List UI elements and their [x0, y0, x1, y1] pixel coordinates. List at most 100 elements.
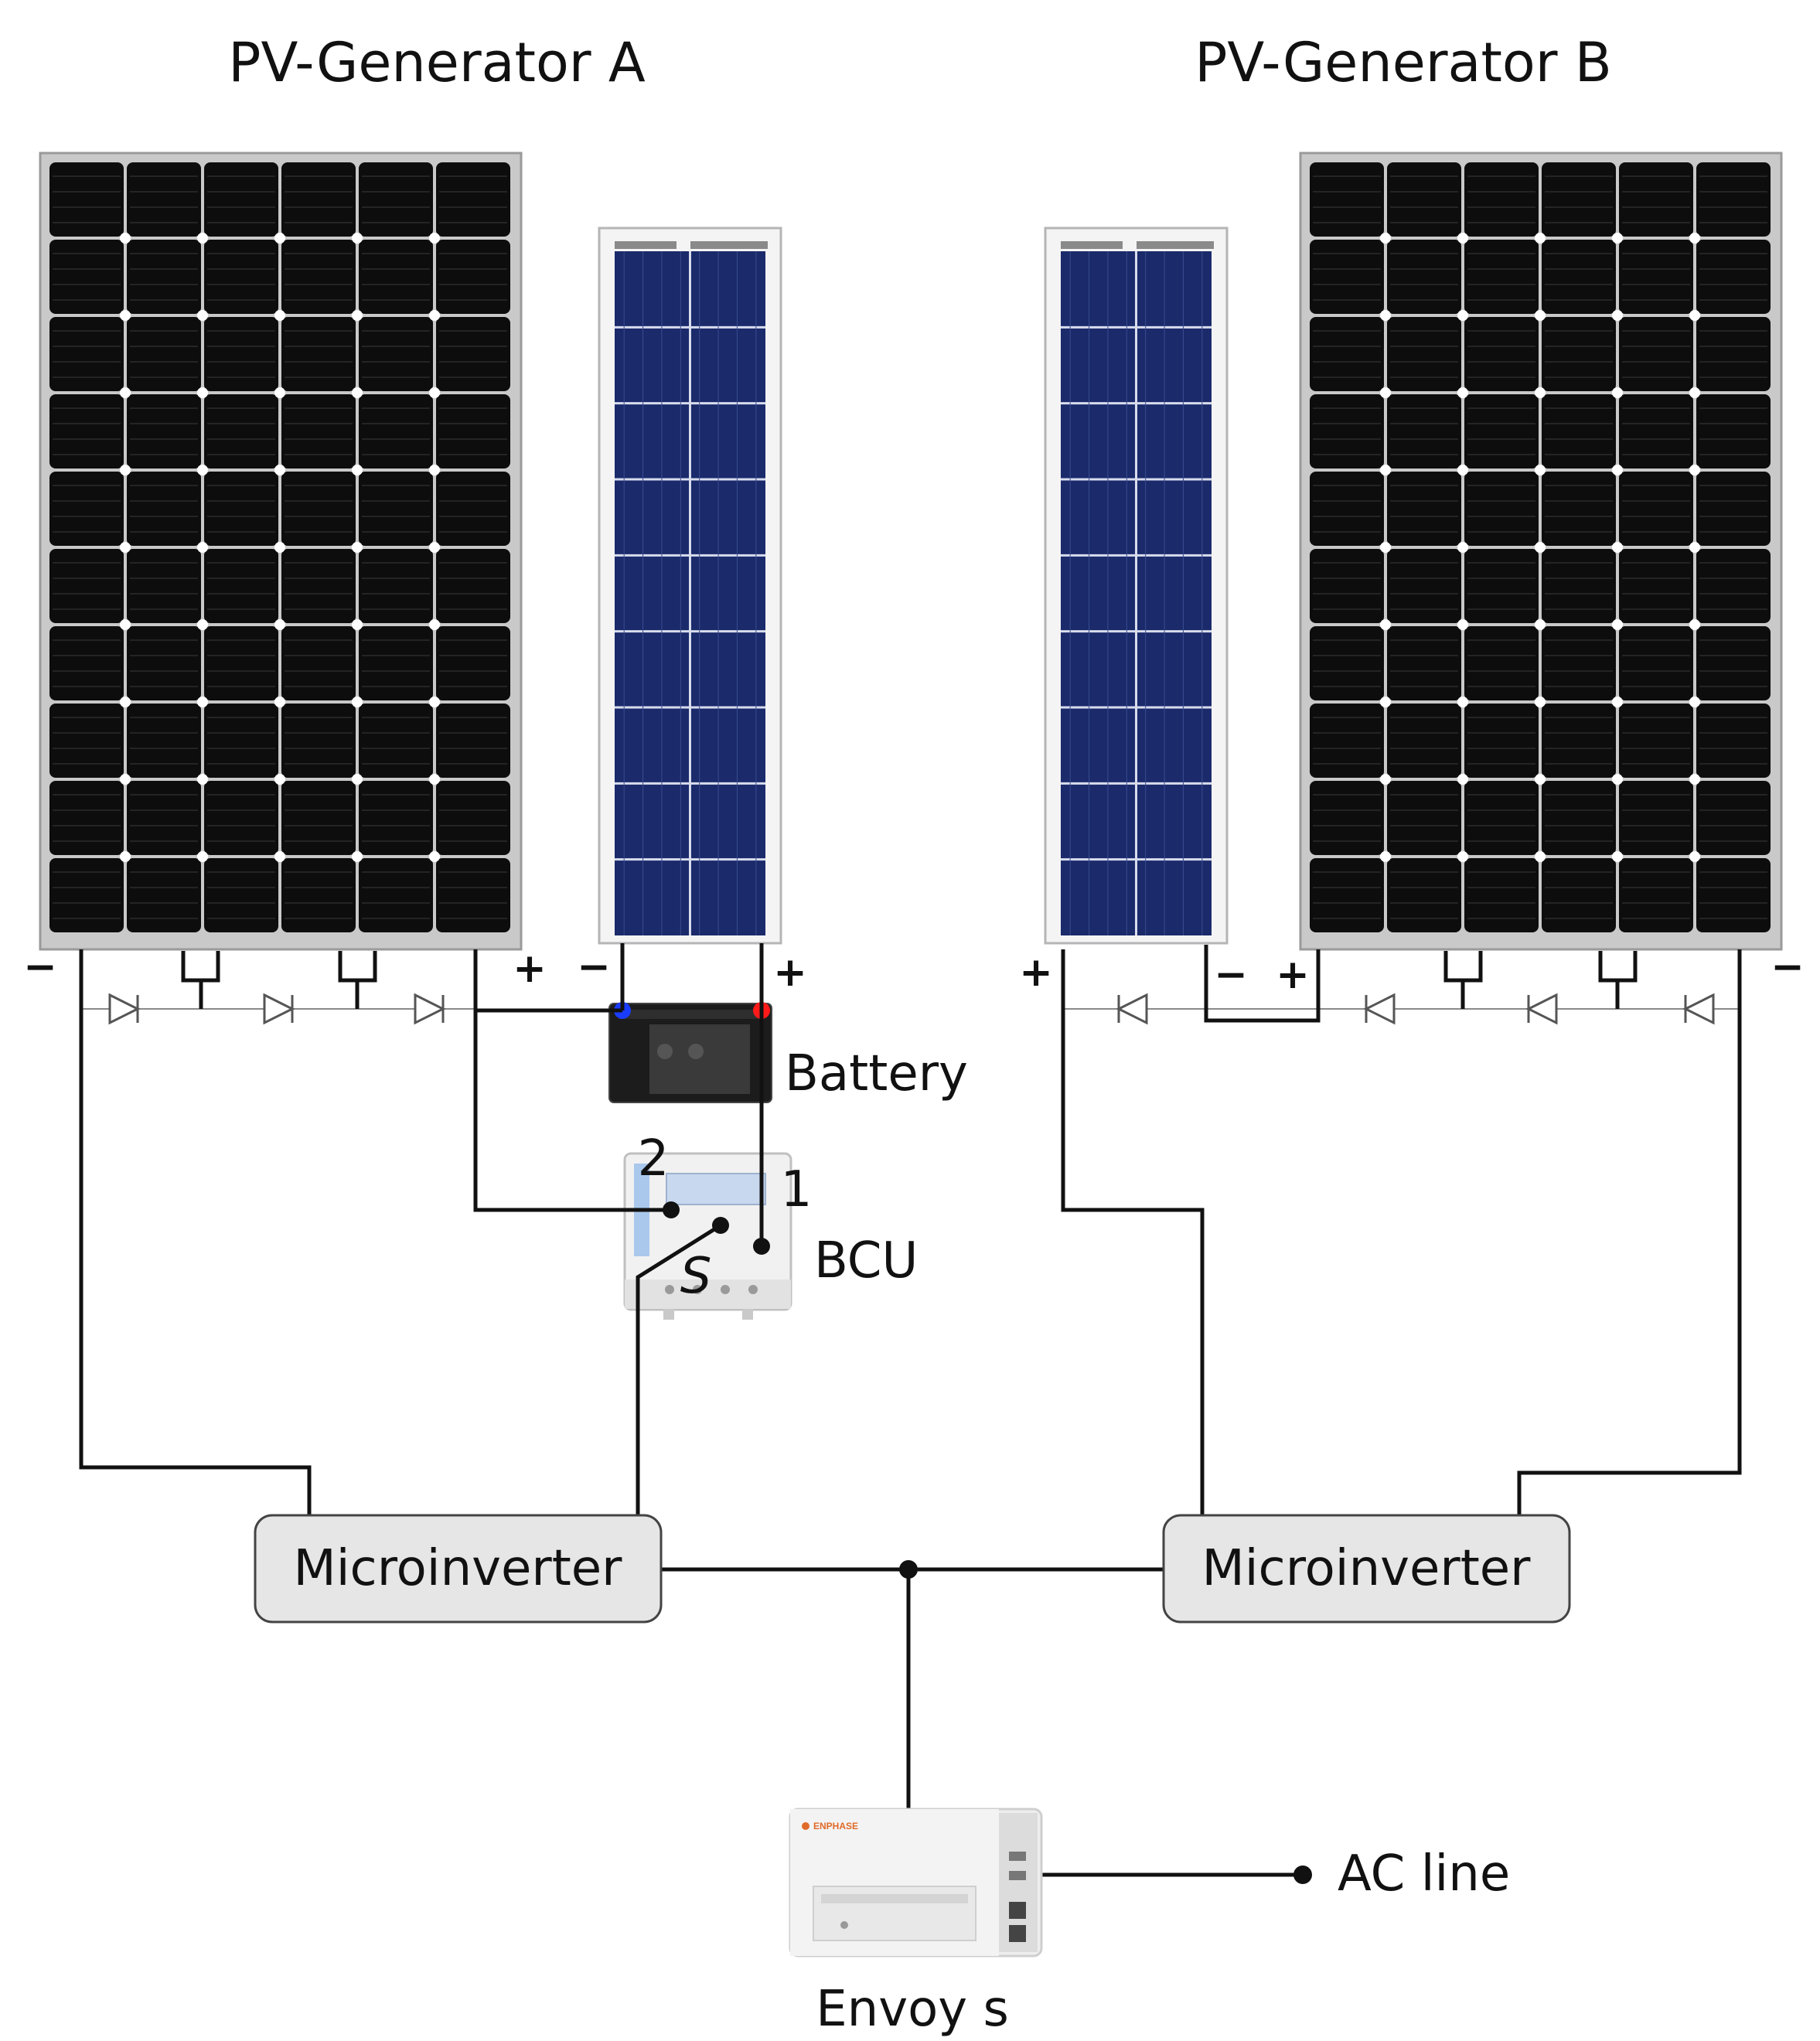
cell-junction-dot	[1612, 465, 1623, 475]
generator-a-title: PV-Generator A	[228, 31, 646, 94]
solar-cell	[436, 472, 510, 546]
solar-cell	[1464, 858, 1539, 932]
solar-cell	[127, 317, 201, 391]
cell-junction-dot	[120, 697, 131, 707]
solar-cell	[436, 626, 510, 700]
cell-junction-dot	[429, 387, 440, 398]
cell-junction-dot	[1457, 387, 1468, 398]
cell-junction-dot	[1457, 851, 1468, 862]
solar-cell	[1310, 781, 1384, 855]
cell-junction-dot	[1689, 465, 1700, 475]
cell-junction-dot	[352, 697, 363, 707]
cell-junction-dot	[274, 619, 285, 630]
cell-junction-dot	[1380, 697, 1391, 707]
cell-junction-dot	[274, 774, 285, 785]
cell-junction-dot	[274, 465, 285, 475]
solar-cell	[1619, 549, 1693, 623]
solar-cell	[1464, 781, 1539, 855]
solar-cell	[359, 394, 433, 469]
solar-cell	[1310, 472, 1384, 546]
minus-b-right: −	[1771, 944, 1805, 990]
diode-icon	[263, 993, 295, 1025]
solar-cell	[436, 549, 510, 623]
solar-cell	[1696, 394, 1771, 469]
cell-junction-dot	[429, 851, 440, 862]
solar-cell	[1542, 394, 1616, 469]
solar-cell	[281, 394, 356, 469]
solar-cell	[1464, 472, 1539, 546]
junction-node	[899, 1560, 918, 1579]
bcu-terminal-2: 2	[638, 1130, 670, 1187]
solar-cell	[49, 858, 124, 932]
cell-junction-dot	[352, 851, 363, 862]
solar-cell	[281, 626, 356, 700]
diode-icon	[1116, 993, 1148, 1025]
cell-junction-dot	[1380, 465, 1391, 475]
cell-junction-dot	[197, 465, 208, 475]
solar-cell	[1619, 858, 1693, 932]
solar-cell	[1619, 472, 1693, 546]
cell-junction-dot	[120, 465, 131, 475]
solar-cell	[204, 394, 278, 469]
solar-cell	[1387, 858, 1461, 932]
mono-panel-a	[39, 152, 523, 951]
cell-junction-dot	[1380, 774, 1391, 785]
solar-cell	[436, 317, 510, 391]
cell-junction-dot	[274, 233, 285, 244]
solar-cell	[1464, 704, 1539, 778]
bcu-terminal-1: 1	[781, 1161, 813, 1218]
solar-cell	[1310, 858, 1384, 932]
cell-junction-dot	[1535, 542, 1546, 553]
cell-junction-dot	[429, 310, 440, 321]
cell-junction-dot	[1380, 387, 1391, 398]
solar-cell	[1464, 317, 1539, 391]
solar-cell	[49, 317, 124, 391]
solar-cell	[1542, 704, 1616, 778]
solar-cell	[204, 781, 278, 855]
solar-cell	[49, 240, 124, 314]
solar-cell	[281, 858, 356, 932]
solar-cell	[359, 704, 433, 778]
solar-cell	[436, 394, 510, 469]
solar-cell	[1696, 704, 1771, 778]
cell-junction-dot	[120, 774, 131, 785]
solar-cell	[204, 549, 278, 623]
cell-junction-dot	[1457, 233, 1468, 244]
battery-label: Battery	[785, 1045, 968, 1102]
solar-cell	[359, 317, 433, 391]
bcu-device	[623, 1152, 792, 1320]
solar-cell	[1310, 549, 1384, 623]
bypass-diodes-b	[1063, 951, 1740, 1025]
cell-junction-dot	[120, 542, 131, 553]
cell-junction-dot	[1689, 542, 1700, 553]
cell-junction-dot	[1689, 774, 1700, 785]
solar-cell	[1696, 162, 1771, 237]
solar-cell	[1619, 394, 1693, 469]
solar-cell	[1464, 626, 1539, 700]
cell-junction-dot	[1380, 542, 1391, 553]
poly-panel-b	[1044, 227, 1229, 945]
cell-junction-dot	[197, 697, 208, 707]
cell-junction-dot	[1380, 233, 1391, 244]
cell-junction-dot	[1612, 387, 1623, 398]
solar-cell	[1542, 858, 1616, 932]
cell-junction-dot	[120, 233, 131, 244]
cell-junction-dot	[1612, 542, 1623, 553]
cell-junction-dot	[1457, 697, 1468, 707]
microinverter-a: Microinverter	[254, 1514, 663, 1624]
cell-junction-dot	[352, 233, 363, 244]
solar-cell	[49, 472, 124, 546]
cell-junction-dot	[352, 387, 363, 398]
solar-cell	[127, 626, 201, 700]
cell-junction-dot	[1612, 233, 1623, 244]
cell-junction-dot	[1535, 465, 1546, 475]
cell-junction-dot	[120, 619, 131, 630]
solar-cell	[1310, 317, 1384, 391]
solar-cell	[1387, 781, 1461, 855]
solar-cell	[1387, 704, 1461, 778]
solar-cell	[49, 626, 124, 700]
cell-junction-dot	[1535, 697, 1546, 707]
cell-junction-dot	[1535, 233, 1546, 244]
cell-junction-dot	[197, 542, 208, 553]
diode-icon	[1682, 993, 1715, 1025]
